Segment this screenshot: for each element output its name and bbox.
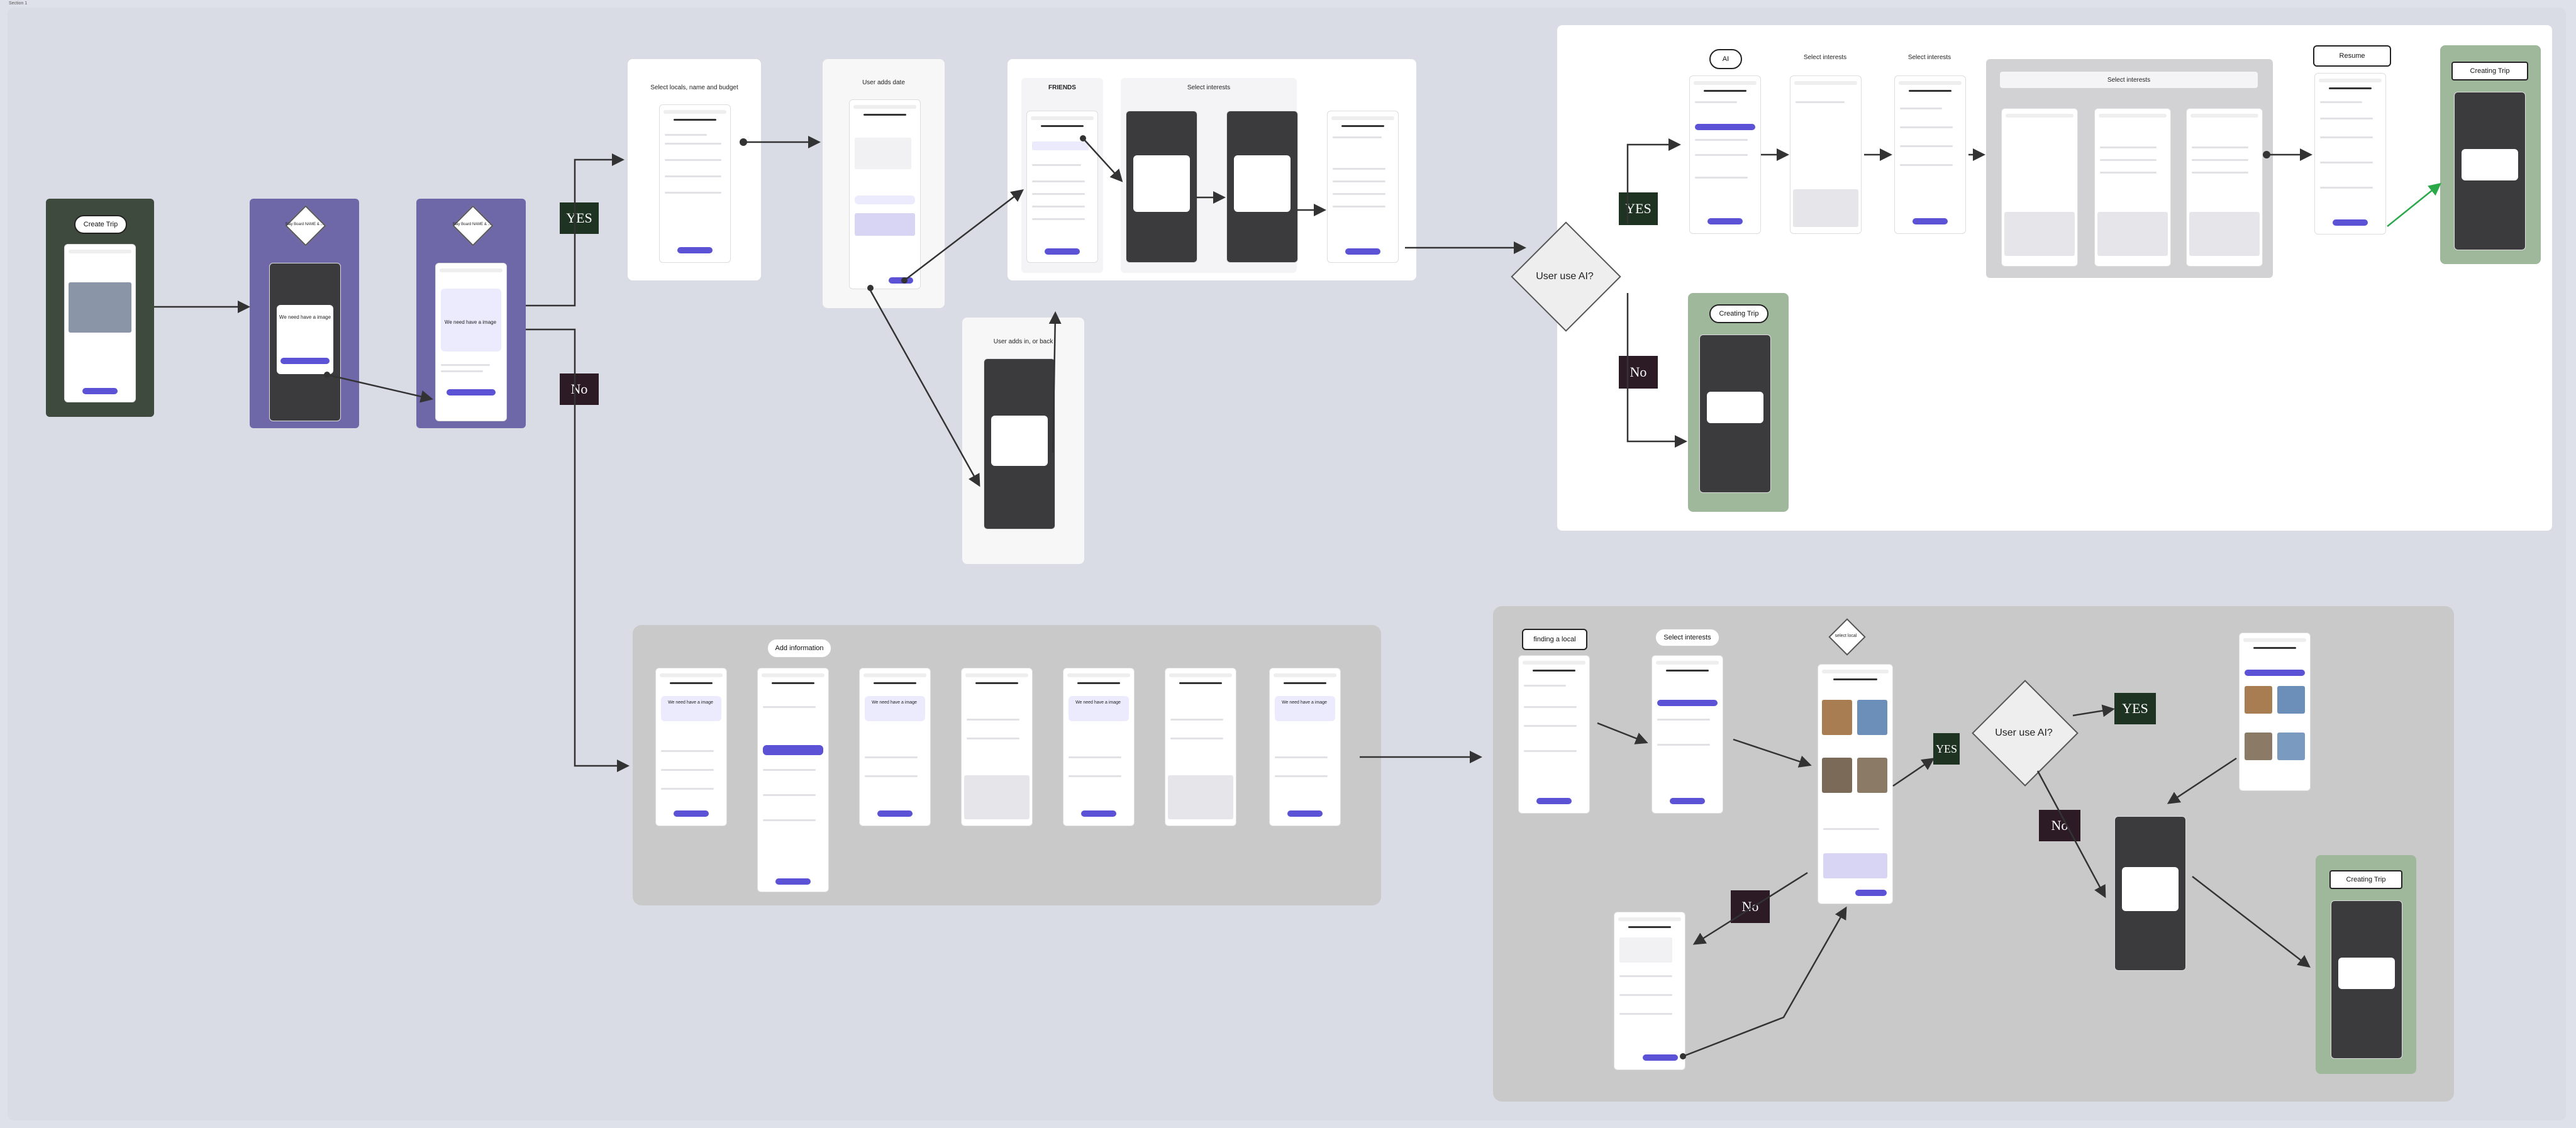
phone-creating-trip-top xyxy=(2454,92,2526,250)
create-trip-pill[interactable]: Create Trip xyxy=(74,215,127,234)
phone-add-info-7 xyxy=(1269,668,1341,826)
creating-trip-pill-bottom: Creating Trip xyxy=(2329,870,2402,889)
phone-grey-2 xyxy=(2094,108,2171,267)
no-badge-main: No xyxy=(560,373,599,405)
phone-select-interests-bottom xyxy=(1652,655,1723,814)
yes-badge-main: YES xyxy=(560,202,599,234)
no-badge-bottom-left: No xyxy=(1731,890,1770,923)
phone-ai-1 xyxy=(1689,75,1761,234)
decision-diamond-small-2-label: Stay Board NAME & ... xyxy=(452,223,491,226)
we-need-image-text-4: We need have a image xyxy=(872,700,917,705)
add-information-pill: Add information xyxy=(767,639,831,658)
creating-trip-pill-top: Creating Trip xyxy=(2451,62,2528,80)
section-label: Section 1 xyxy=(9,1,28,6)
we-need-image-text-2: We need have a image xyxy=(444,319,497,325)
phone-interests-3 xyxy=(1327,111,1399,263)
select-interests-ai-title-1: Select interests xyxy=(1803,54,1847,61)
phone-creating-trip-bottom xyxy=(2331,900,2402,1059)
phone-finding-local xyxy=(1518,655,1590,814)
decision-select-local-label: select local xyxy=(1835,633,1857,638)
decision-user-use-ai-top-label: User use AI? xyxy=(1536,271,1594,282)
we-need-image-text-1: We need have a image xyxy=(279,314,331,320)
select-interests-title-top: Select interests xyxy=(1187,84,1231,91)
no-badge-bottom: No xyxy=(2039,810,2080,841)
user-adds-date-title: User adds date xyxy=(862,79,905,86)
select-interests-grey-header xyxy=(2000,72,2258,88)
phone-resume xyxy=(2314,73,2386,235)
no-badge-ai: No xyxy=(1619,356,1658,389)
select-interests-pill-bottom: Select interests xyxy=(1655,629,1719,646)
phone-create-trip xyxy=(64,244,136,402)
phone-grey-1 xyxy=(2001,108,2078,267)
decision-user-use-ai-bottom-label: User use AI? xyxy=(1995,727,2053,738)
phone-calendar xyxy=(849,99,921,289)
phone-ai-keyboard xyxy=(1790,75,1862,234)
we-need-image-text-5: We need have a image xyxy=(1075,700,1121,705)
finding-a-local-pill: finding a local xyxy=(1522,629,1587,650)
phone-image-permission xyxy=(269,263,341,421)
we-need-image-text-6: We need have a image xyxy=(1282,700,1327,705)
phone-local-detail xyxy=(1614,912,1685,1070)
yes-badge-ai: YES xyxy=(1619,192,1658,225)
phone-interests-2 xyxy=(1226,111,1298,263)
phone-creating-trip-mid xyxy=(1699,335,1771,493)
user-adds-in-title: User adds in, or back xyxy=(993,338,1053,345)
phone-add-info-6 xyxy=(1165,668,1236,826)
phone-select-local-list xyxy=(1818,664,1893,904)
resume-pill[interactable]: Resume xyxy=(2313,45,2391,67)
select-locals-title: Select locals, name and budget xyxy=(650,84,738,91)
phone-add-info-2 xyxy=(757,668,829,892)
phone-no-ai xyxy=(2114,816,2186,971)
friends-title: FRIENDS xyxy=(1048,84,1076,91)
phone-interests-1 xyxy=(1126,111,1197,263)
phone-image-placeholder xyxy=(435,263,507,421)
yes-badge-bottom: YES xyxy=(2114,693,2156,724)
phone-ai-suggestions xyxy=(2239,633,2311,791)
ai-pill[interactable]: AI xyxy=(1709,49,1742,69)
phone-grey-3 xyxy=(2186,108,2263,267)
phone-friends xyxy=(1026,111,1098,263)
phone-select-locals xyxy=(659,104,731,263)
phone-add-info-5 xyxy=(1063,668,1135,826)
phone-add-info-3 xyxy=(859,668,931,826)
phone-add-info-1 xyxy=(655,668,727,826)
select-interests-ai-title-2: Select interests xyxy=(1907,54,1951,61)
we-need-image-text-3: We need have a image xyxy=(668,700,713,705)
yes-badge-bottom-small: YES xyxy=(1933,733,1960,765)
select-interests-grey-title: Select interests xyxy=(2107,77,2151,84)
phone-add-info-4 xyxy=(961,668,1033,826)
phone-ai-interests xyxy=(1894,75,1966,234)
phone-user-adds-in xyxy=(984,358,1055,529)
decision-diamond-small-1-label: Stay Board NAME & ... xyxy=(285,223,324,226)
creating-trip-pill-mid: Creating Trip xyxy=(1709,304,1768,323)
